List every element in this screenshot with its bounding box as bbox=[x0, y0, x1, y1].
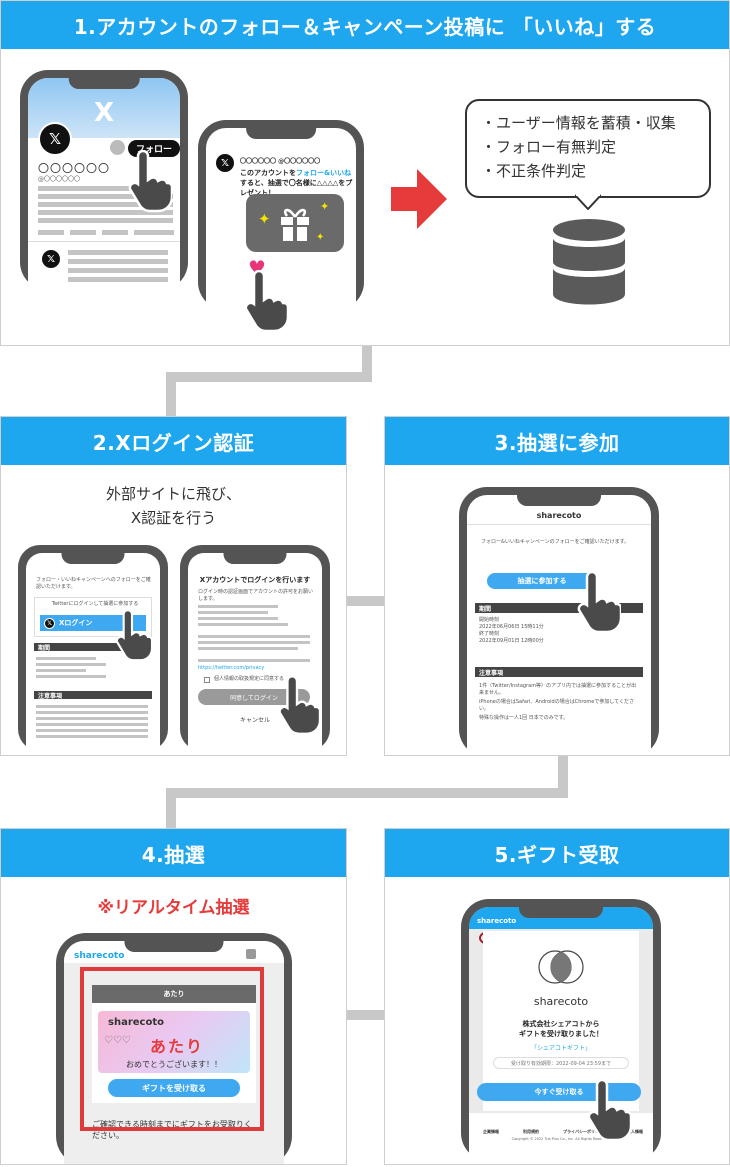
congrats-text: おめでとうございます！！ bbox=[126, 1060, 222, 1069]
post-link[interactable]: フォロー&いいね bbox=[296, 169, 352, 177]
pointing-hand-icon bbox=[577, 571, 621, 634]
gift-from-2: ギフトを受け取りました！ bbox=[519, 1030, 603, 1038]
profile-name: 〇〇〇〇〇〇 bbox=[38, 162, 110, 175]
profile-handle: @〇〇〇〇〇〇 bbox=[38, 176, 81, 183]
brand-logo-icon bbox=[538, 950, 584, 984]
info-bubble: ・ユーザー情報を蓄積・収集 ・フォロー有無判定 ・不正条件判定 bbox=[465, 99, 711, 198]
step1-panel: 1.アカウントのフォロー＆キャンペーン投稿に 「いいね」する X 𝕏 フォロー … bbox=[0, 0, 730, 346]
pointing-hand-icon bbox=[278, 675, 320, 735]
database-icon bbox=[553, 219, 625, 305]
bubble-tail bbox=[575, 194, 601, 210]
brand-logo: sharecoto bbox=[533, 995, 589, 1008]
step3-title: 3.抽選に参加 bbox=[385, 417, 729, 465]
step5-title: 5.ギフト受取 bbox=[385, 829, 729, 877]
bubble-item-1: ・ユーザー情報を蓄積・収集 bbox=[481, 114, 676, 132]
x-icon: 𝕏 bbox=[44, 617, 55, 629]
footer-links: 企業情報 利用規約 プライバシーポリシー 個人情報 bbox=[483, 1129, 643, 1134]
bubble-item-2: ・フォロー有無判定 bbox=[481, 138, 617, 156]
pointing-hand-icon bbox=[587, 1079, 631, 1142]
phone-x-consent: Xアカウントでログインを行います ログイン時の認証画面でアカウントの許可をお願い… bbox=[180, 545, 330, 751]
post-x-icon: 𝕏 bbox=[40, 248, 62, 270]
highlight-frame bbox=[80, 967, 264, 1131]
gift-icon bbox=[281, 208, 309, 241]
join-screen: sharecoto フォロー&いいねキャンペーンのフォローをご確認いただけます。… bbox=[467, 495, 651, 755]
phone-post: 𝕏 〇〇〇〇〇〇 @〇〇〇〇〇〇 このアカウントをフォロー&いいねすると、抽選で… bbox=[198, 120, 364, 333]
pointing-hand-icon bbox=[115, 609, 152, 662]
pointing-hand-icon bbox=[128, 150, 172, 213]
join-lottery-button[interactable]: 抽選に参加する bbox=[487, 573, 597, 589]
step2-desc-line2: X認証を行う bbox=[130, 509, 217, 527]
phone-join: sharecoto フォロー&いいねキャンペーンのフォローをご確認いただけます。… bbox=[459, 487, 659, 755]
brand-logo: sharecoto bbox=[74, 951, 125, 961]
agree-login-button[interactable]: 同意してログイン bbox=[198, 689, 310, 705]
win-header: あたり bbox=[92, 985, 256, 1003]
post-header: 〇〇〇〇〇〇 @〇〇〇〇〇〇 bbox=[240, 158, 321, 165]
post-text: このアカウントをフォロー&いいねすると、抽選で〇名様に△△△△をプレゼント！ bbox=[240, 169, 353, 197]
win-card bbox=[98, 1011, 250, 1073]
consent-checkbox[interactable] bbox=[204, 677, 210, 683]
gift-link[interactable]: 「シェアコトギフト」 bbox=[530, 1045, 591, 1052]
below-text: ご確認できる時刻までにギフトをお受取りください。 bbox=[92, 1120, 252, 1140]
gift-receive-button[interactable]: ギフトを受け取る bbox=[108, 1079, 240, 1097]
header-brand: sharecoto bbox=[477, 917, 517, 925]
step1-title: 1.アカウントのフォロー＆キャンペーン投稿に 「いいね」する bbox=[1, 1, 729, 49]
post-screen: 𝕏 〇〇〇〇〇〇 @〇〇〇〇〇〇 このアカウントをフォロー&いいねすると、抽選で… bbox=[206, 128, 356, 310]
cancel-link[interactable]: キャンセル bbox=[239, 717, 270, 724]
follow-avatar-dot bbox=[110, 140, 125, 155]
bubble-item-3: ・不正条件判定 bbox=[481, 162, 587, 180]
user-icon bbox=[246, 949, 256, 959]
pointing-hand-icon bbox=[244, 270, 288, 333]
step3-panel: 3.抽選に参加 sharecoto フォロー&いいねキャンペーンのフォローをご確… bbox=[384, 416, 730, 756]
lottery-screen: sharecoto あたり sharecoto ♡♡♡ あたり おめでとうござい… bbox=[64, 941, 284, 1164]
copyright: Copyright © 2022 Tria Plus Co., Inc. All… bbox=[511, 1137, 611, 1141]
phone-lottery: sharecoto あたり sharecoto ♡♡♡ あたり おめでとうござい… bbox=[56, 933, 292, 1164]
phone-x-login: フォロー・いいねキャンペーンへのフォローをご確認いただけます。 Twitterに… bbox=[18, 545, 168, 751]
banner-x-logo: X bbox=[93, 98, 115, 128]
arrow-right-icon bbox=[391, 169, 447, 229]
step4-title: 4.抽選 bbox=[1, 829, 346, 877]
step2-desc-line1: 外部サイトに飛び、 bbox=[105, 485, 241, 503]
profile-avatar-x-icon: 𝕏 bbox=[38, 122, 72, 156]
realtime-label: ※リアルタイム抽選 bbox=[97, 898, 250, 918]
gift-from-1: 株式会社シェアコトから bbox=[522, 1020, 600, 1028]
heart-icons: ♡♡♡ bbox=[104, 1035, 131, 1046]
step5-panel: 5.ギフト受取 sharecoto sharecoto 株式会社シェアコトから … bbox=[384, 828, 730, 1165]
brand-logo: sharecoto bbox=[536, 511, 582, 520]
post-author-x-icon: 𝕏 bbox=[214, 152, 236, 174]
step2-title: 2.Xログイン認証 bbox=[1, 417, 346, 465]
phone-gift: sharecoto sharecoto 株式会社シェアコトから ギフトを受け取り… bbox=[461, 899, 661, 1161]
win-card-brand: sharecoto bbox=[108, 1017, 164, 1028]
x-login-button[interactable]: 𝕏 Xログイン bbox=[40, 615, 146, 631]
privacy-link[interactable]: https://twitter.com/privacy bbox=[198, 665, 265, 671]
sparkle-icon: ✦ bbox=[316, 232, 325, 243]
sparkle-icon: ✦ bbox=[320, 200, 330, 213]
win-text: あたり bbox=[150, 1037, 205, 1056]
step4-panel: 4.抽選 ※リアルタイム抽選 sharecoto あたり sharecoto ♡… bbox=[0, 828, 347, 1165]
step2-panel: 2.Xログイン認証 外部サイトに飛び、 X認証を行う フォロー・いいねキャンペー… bbox=[0, 416, 347, 756]
phone-profile: X 𝕏 フォロー 〇〇〇〇〇〇 @〇〇〇〇〇〇 𝕏 bbox=[20, 70, 188, 290]
sparkle-icon: ✦ bbox=[258, 210, 271, 228]
deadline: 受け取り有効期限：2022-09-04 23:59まで bbox=[493, 1057, 629, 1069]
